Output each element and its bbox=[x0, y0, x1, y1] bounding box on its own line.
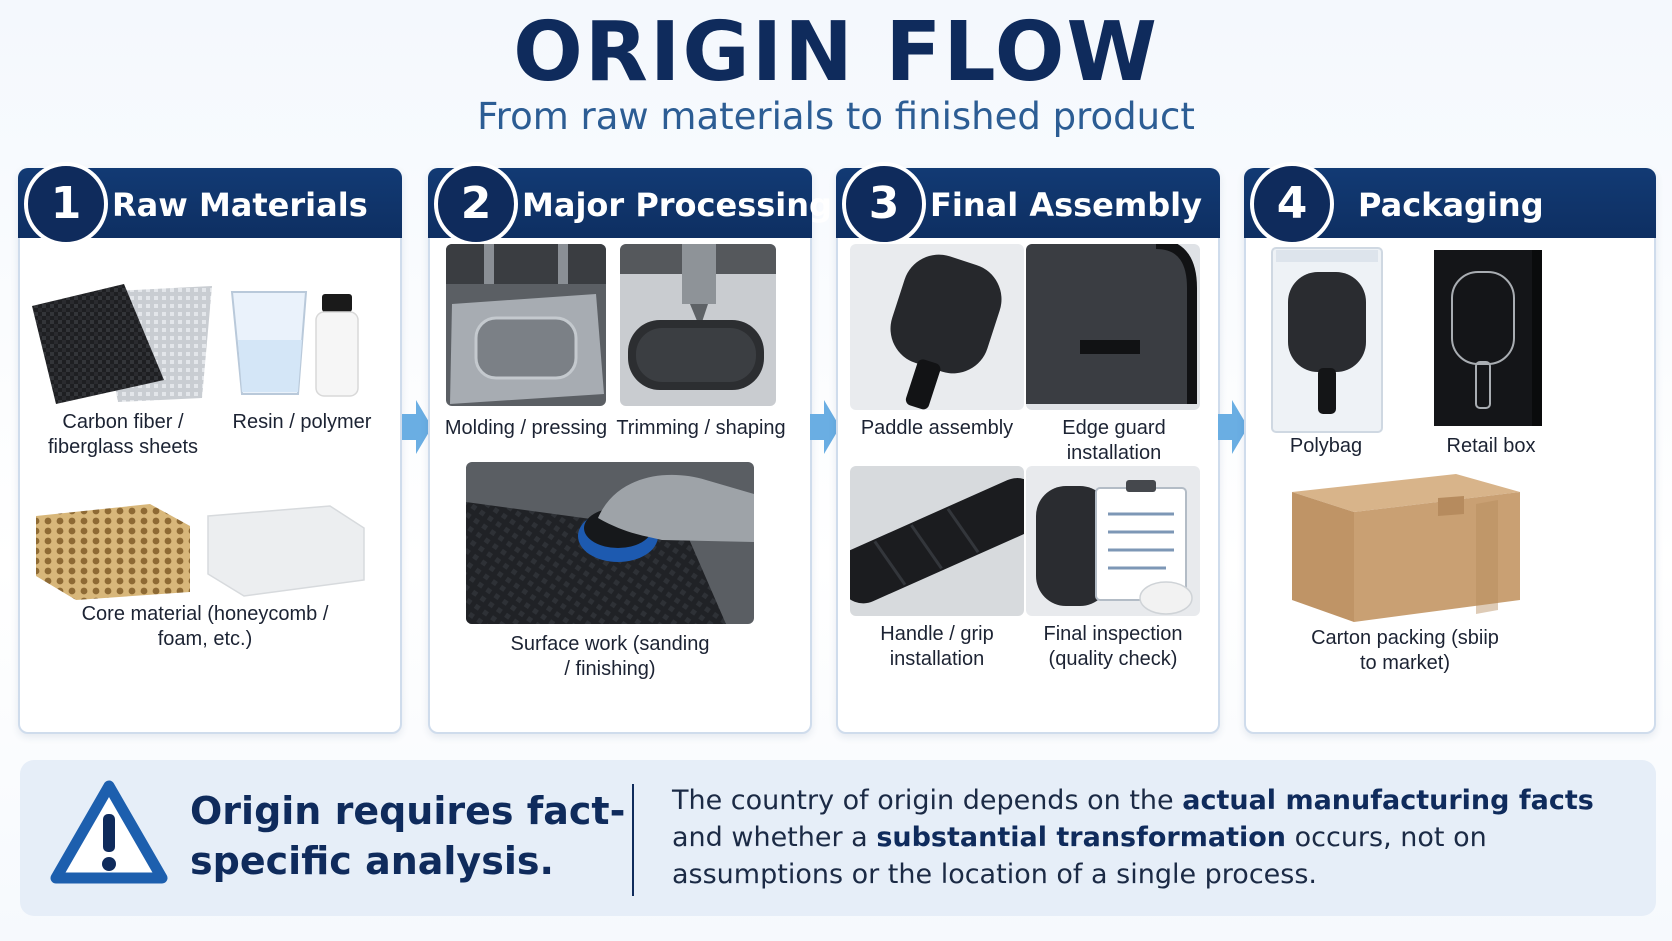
arrow-right-icon bbox=[810, 398, 840, 461]
note-emphasis: actual manufacturing facts bbox=[1182, 785, 1594, 816]
note-text: occurs, not on assumptions or the locati… bbox=[672, 822, 1487, 890]
carton-icon bbox=[1288, 470, 1522, 626]
stage-final-assembly: 3 Final Assembly Paddle assembly Edge gu… bbox=[836, 162, 1220, 734]
stage-number: 4 bbox=[1250, 162, 1334, 246]
note-body: The country of origin depends on the act… bbox=[672, 782, 1632, 893]
item-caption: Resin / polymer bbox=[232, 411, 372, 433]
note-text: The country of origin depends on the bbox=[672, 785, 1183, 816]
item-caption: Surface work (sanding / finishing) bbox=[510, 633, 710, 680]
edge-guard-icon bbox=[1026, 244, 1200, 410]
stage-title: Major Processing bbox=[522, 186, 832, 224]
stage-number: 2 bbox=[434, 162, 518, 246]
stage-number: 3 bbox=[842, 162, 926, 246]
resin-bottle-icon bbox=[226, 282, 366, 402]
stage-major-processing: 2 Major Processing Molding / pressing Tr… bbox=[428, 162, 832, 734]
item-caption: Paddle assembly bbox=[860, 417, 1014, 439]
origin-note-banner: Origin requires fact-specific analysis. … bbox=[20, 760, 1656, 916]
grip-icon bbox=[850, 466, 1024, 616]
item-caption: Final inspection (quality check) bbox=[1043, 623, 1183, 670]
inspection-icon bbox=[1026, 466, 1200, 616]
sanding-icon bbox=[466, 462, 754, 624]
item-caption: Edge guard installation bbox=[1062, 417, 1166, 464]
arrow-right-icon bbox=[1218, 398, 1248, 461]
stage-raw-materials: 1 Raw Materials Carbon fiber / fiberglas… bbox=[18, 162, 402, 734]
note-heading: Origin requires fact-specific analysis. bbox=[190, 789, 626, 883]
warning-triangle-icon bbox=[50, 780, 168, 889]
note-emphasis: substantial transformation bbox=[876, 822, 1287, 853]
note-text: and whether a bbox=[672, 822, 877, 853]
polybag-icon bbox=[1270, 246, 1384, 434]
fabric-sheets-icon bbox=[26, 280, 216, 408]
item-caption: Carbon fiber / fiberglass sheets bbox=[47, 411, 199, 458]
stage-packaging: 4 Packaging Polybag Retail box Carton pa… bbox=[1244, 162, 1656, 734]
item-caption: Core material (honeycomb / foam, etc.) bbox=[81, 603, 329, 650]
item-caption: Molding / pressing bbox=[444, 417, 608, 439]
item-caption: Retail box bbox=[1446, 435, 1536, 457]
arrow-right-icon bbox=[402, 398, 432, 461]
item-caption: Trimming / shaping bbox=[616, 417, 786, 439]
stage-title: Packaging bbox=[1358, 186, 1544, 224]
item-caption: Handle / grip installation bbox=[880, 623, 994, 670]
page-subtitle: From raw materials to finished product bbox=[477, 95, 1195, 138]
item-caption: Carton packing (sbiip to market) bbox=[1311, 627, 1499, 674]
paddle-icon bbox=[850, 244, 1024, 410]
retail-box-icon bbox=[1432, 248, 1544, 428]
note-divider bbox=[632, 784, 634, 896]
stage-number: 1 bbox=[24, 162, 108, 246]
cnc-trim-icon bbox=[620, 244, 776, 406]
page-title: ORIGIN FLOW bbox=[513, 5, 1159, 100]
stage-title: Final Assembly bbox=[930, 186, 1202, 224]
item-caption: Polybag bbox=[1289, 435, 1363, 457]
stage-title: Raw Materials bbox=[112, 186, 368, 224]
mold-press-icon bbox=[446, 244, 606, 406]
core-block-icon bbox=[30, 496, 370, 604]
